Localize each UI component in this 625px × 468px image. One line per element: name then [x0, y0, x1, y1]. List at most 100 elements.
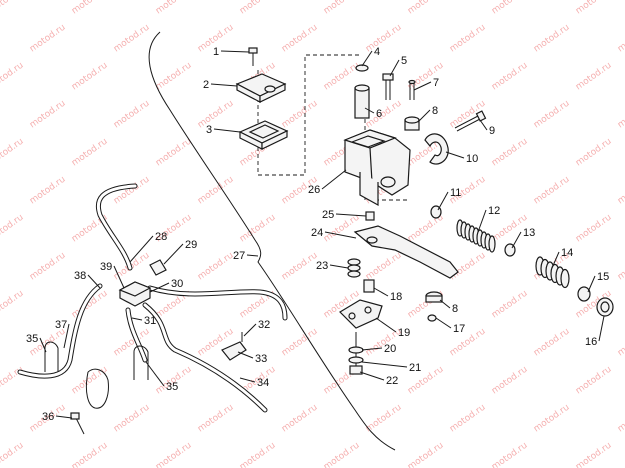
watermark-text: motod.ru	[196, 251, 236, 283]
callout-label-35: 35	[166, 381, 178, 393]
watermark-text: motod.ru	[0, 0, 26, 16]
callout-leader-38	[87, 274, 101, 289]
callout-leader-33	[237, 351, 254, 359]
watermark-text: motod.ru	[532, 403, 572, 435]
part-bracket-33	[221, 332, 247, 361]
watermark-text: motod.ru	[364, 251, 404, 283]
callout-label-39: 39	[100, 261, 112, 273]
watermark-text: motod.ru	[280, 23, 320, 55]
watermark-text: motod.ru	[406, 61, 446, 93]
callout-label-2: 2	[203, 79, 209, 91]
callout-label-11: 11	[450, 187, 461, 199]
callout-label-1: 1	[213, 46, 219, 58]
watermark-text: motod.ru	[532, 99, 572, 131]
watermark-text: motod.ru	[490, 289, 530, 321]
callout-label-37: 37	[55, 319, 67, 331]
watermark-text: motod.ru	[0, 61, 26, 93]
watermark-text: motod.ru	[280, 99, 320, 131]
watermark-text: motod.ru	[490, 365, 530, 397]
callout-leader-27	[246, 254, 259, 257]
callout-leader-23	[329, 264, 349, 269]
watermark-text: motod.ru	[280, 403, 320, 435]
watermark-text: motod.ru	[0, 137, 26, 169]
callout-label-25: 25	[322, 209, 334, 221]
part-sleeve	[354, 84, 370, 119]
watermark-text: motod.ru	[406, 441, 446, 468]
watermark-text: motod.ru	[490, 441, 530, 468]
callout-label-34: 34	[257, 377, 269, 389]
callout-leader-2	[210, 83, 238, 87]
callout-label-36: 36	[42, 411, 54, 423]
callout-leader-11	[437, 191, 449, 211]
callout-label-22: 22	[386, 375, 398, 387]
callout-label-12: 12	[488, 205, 500, 217]
watermark-text: motod.ru	[280, 327, 320, 359]
watermark-text: motod.ru	[112, 99, 152, 131]
callout-leader-24	[324, 231, 357, 239]
watermark-text: motod.ru	[70, 61, 110, 93]
watermark-text: motod.ru	[448, 23, 488, 55]
callout-leader-20	[361, 347, 383, 351]
watermark-text: motod.ru	[574, 61, 614, 93]
callout-label-7: 7	[433, 77, 439, 89]
part-snap-ring	[596, 297, 614, 317]
part-bushing-upper	[404, 116, 420, 131]
callout-leader-15	[587, 275, 596, 293]
callout-leader-1	[220, 50, 250, 53]
callout-labels: 1234567891011121314151617181920212223242…	[26, 46, 609, 423]
callout-leader-8	[417, 109, 431, 123]
callout-leader-19	[375, 317, 397, 333]
watermark-text: motod.ru	[616, 327, 625, 359]
watermark-text: motod.ru	[322, 441, 362, 468]
callout-label-9: 9	[489, 125, 495, 137]
callout-label-14: 14	[561, 247, 573, 259]
watermark-text: motod.ru	[574, 213, 614, 245]
part-nut-small	[365, 211, 375, 221]
part-brake-lever	[353, 225, 459, 279]
part-fitting-29	[149, 259, 167, 276]
part-handlebar-clamp	[424, 133, 449, 165]
watermark-text: motod.ru	[112, 23, 152, 55]
part-bushing-18	[363, 279, 375, 293]
watermark-text: motod.ru	[448, 403, 488, 435]
part-hose-clip-left	[44, 341, 59, 372]
callout-leader-32	[243, 323, 257, 337]
watermark-text: motod.ru	[238, 441, 278, 468]
callout-leader-39	[113, 265, 125, 289]
callout-label-8: 8	[452, 303, 458, 315]
brake-hose-assembly	[17, 183, 288, 413]
callout-leader-30	[149, 282, 170, 293]
part-pin	[408, 79, 416, 100]
watermark-text: motod.ru	[532, 327, 572, 359]
watermark-text: motod.ru	[616, 403, 625, 435]
assembly-boundary-line	[148, 31, 396, 451]
callout-label-8: 8	[432, 105, 438, 117]
callout-leader-14	[551, 251, 560, 269]
callout-leader-13	[511, 231, 522, 249]
part-return-spring-small	[347, 258, 361, 278]
callout-label-24: 24	[311, 227, 323, 239]
watermark-text: motod.ru	[490, 137, 530, 169]
callout-leader-16	[598, 315, 605, 342]
watermark-text: motod.ru	[616, 23, 625, 55]
watermark-text: motod.ru	[154, 441, 194, 468]
watermark-text: motod.ru	[364, 99, 404, 131]
callout-label-27: 27	[233, 250, 245, 262]
callout-leader-37	[63, 323, 70, 349]
callout-leader-6	[364, 107, 375, 114]
callout-leader-18	[373, 287, 389, 297]
callout-label-4: 4	[374, 46, 380, 58]
watermark-text: motod.ru	[574, 441, 614, 468]
watermark-text: motod.ru	[490, 0, 530, 16]
callout-label-17: 17	[453, 323, 465, 335]
callout-label-16: 16	[585, 336, 597, 348]
watermark-text: motod.ru	[28, 175, 68, 207]
callout-leader-5	[389, 59, 400, 77]
watermark-text: motod.ru	[574, 137, 614, 169]
watermark-text: motod.ru	[0, 441, 26, 468]
callout-label-33: 33	[255, 353, 267, 365]
callout-label-13: 13	[523, 227, 535, 239]
part-piston-spring	[456, 219, 496, 253]
callout-label-30: 30	[171, 278, 183, 290]
